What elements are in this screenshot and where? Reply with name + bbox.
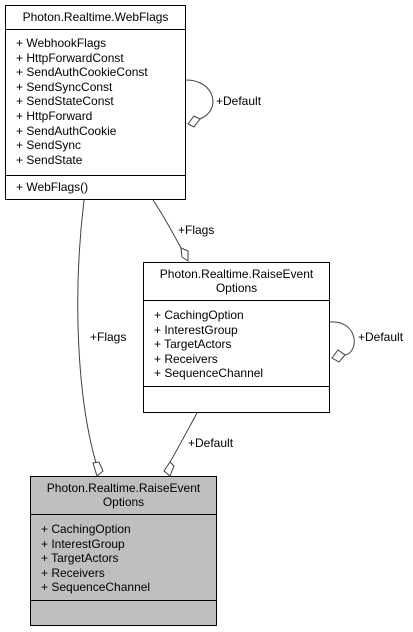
attribute-item: + TargetActors [41,551,119,566]
edge-options-self [329,321,355,356]
edge-label-webflags-self: +Default [216,94,262,108]
edge-label-webflags-to-focus: +Flags [90,330,127,344]
aggregation-diamond-icon [163,461,175,477]
class-attributes-raise-event-options-focus: + CachingOption + InterestGroup + Target… [31,515,216,601]
class-title-raise-event-options-focus: Photon.Realtime.RaiseEvent Options [31,477,216,515]
edge-webflags-to-options [152,199,182,249]
attribute-item: + CachingOption [154,308,244,322]
attribute-item: + WebhookFlags [16,36,107,50]
edge-label-options-self: +Default [358,330,404,344]
class-operations-raise-event-options-focus [31,601,216,625]
class-title-line: Photon.Realtime.RaiseEvent [159,267,314,281]
attribute-item: + InterestGroup [154,322,238,337]
attribute-item: + HttpForwardConst [16,50,124,65]
aggregation-diamond-icon [180,247,189,262]
class-box-raise-event-options[interactable]: Photon.Realtime.RaiseEvent Options + Cac… [143,262,330,413]
attribute-item: + SendState [16,152,83,167]
attribute-item: + SendSyncConst [16,79,113,94]
aggregation-diamond-icon [187,115,201,128]
attribute-item: + CachingOption [41,522,131,536]
class-operations-webflags: + WebFlags() [6,176,185,199]
class-title-line: Options [215,281,258,295]
edge-label-options-to-focus: +Default [188,436,234,450]
class-title-raise-event-options: Photon.Realtime.RaiseEvent Options [144,263,329,301]
attribute-item: + InterestGroup [41,536,125,551]
attribute-item: + SendAuthCookieConst [16,65,148,80]
attribute-item: + SequenceChannel [41,580,151,595]
attribute-item: + SendStateConst [16,94,114,109]
attribute-item: + HttpForward [16,108,93,123]
class-title-webflags: Photon.Realtime.WebFlags [6,6,185,30]
class-title-line: Options [102,495,145,509]
attribute-item: + SendSync [16,138,82,153]
class-operations-raise-event-options [144,387,329,412]
edge-webflags-to-focus [77,199,97,464]
attribute-item: + Receivers [41,565,105,580]
attribute-item: + SendAuthCookie [16,123,117,138]
aggregation-diamond-icon [331,349,346,363]
attribute-item: + SequenceChannel [154,366,264,381]
edge-label-webflags-to-options: +Flags [178,223,215,237]
operation-item: + WebFlags() [16,180,89,194]
class-box-webflags[interactable]: Photon.Realtime.WebFlags + WebhookFlags … [5,5,186,200]
class-title-line: Photon.Realtime.RaiseEvent [46,481,201,495]
class-attributes-webflags: + WebhookFlags + HttpForwardConst + Send… [6,30,185,176]
attribute-item: + TargetActors [154,337,232,352]
edge-options-to-focus [169,412,198,463]
attribute-item: + Receivers [154,351,218,366]
aggregation-diamond-icon [92,461,104,477]
edge-webflags-self [185,79,214,120]
class-attributes-raise-event-options: + CachingOption + InterestGroup + Target… [144,301,329,387]
class-box-raise-event-options-focus[interactable]: Photon.Realtime.RaiseEvent Options + Cac… [30,476,217,626]
